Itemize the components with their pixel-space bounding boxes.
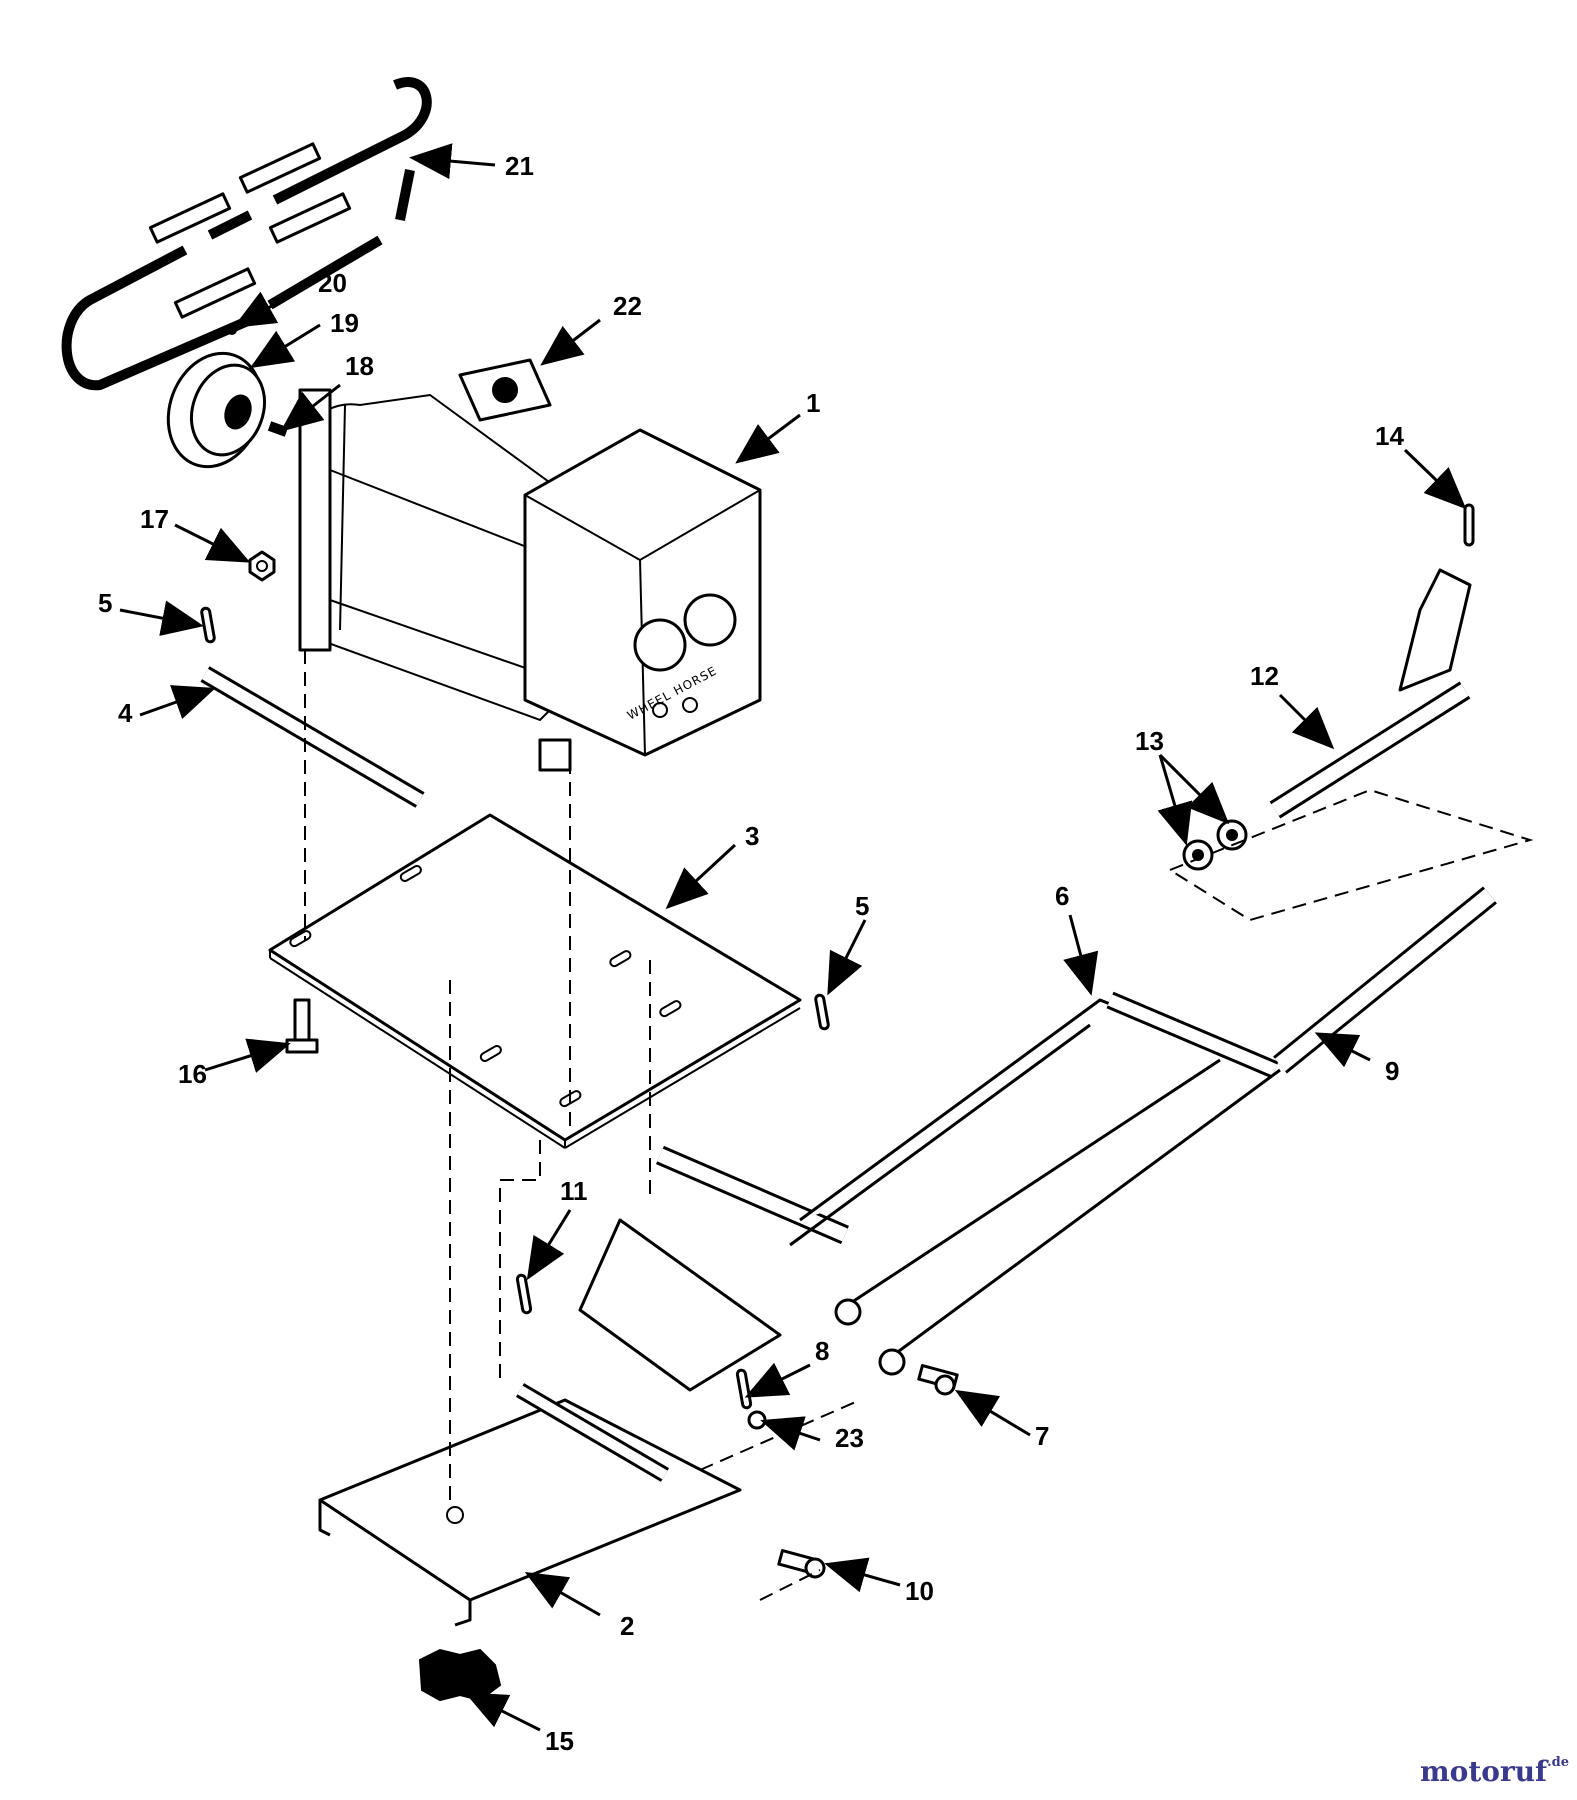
decal — [458, 358, 552, 422]
long-bar — [1273, 886, 1497, 1074]
callout-6: 6 — [1055, 881, 1069, 911]
callout-4: 4 — [118, 698, 133, 728]
knob — [418, 1648, 502, 1702]
shaft — [1269, 568, 1472, 819]
callout-19: 19 — [330, 308, 359, 338]
callout-5: 5 — [98, 588, 112, 618]
cotter-pin — [200, 606, 216, 644]
hairpin — [1463, 503, 1475, 547]
callout-5-second: 5 — [855, 891, 869, 921]
clevis-pin-lower — [777, 1549, 826, 1579]
callout-14: 14 — [1375, 421, 1404, 451]
callout-13: 13 — [1135, 726, 1164, 756]
callout-11: 11 — [560, 1176, 588, 1206]
watermark-suffix: .de — [1547, 1755, 1569, 1770]
mounting-plate — [268, 813, 802, 1149]
lever-frame — [515, 991, 1281, 1482]
callout-1: 1 — [806, 388, 820, 418]
cotter-pin — [814, 993, 830, 1031]
callout-20: 20 — [318, 268, 347, 298]
drive-belt — [61, 77, 432, 391]
bolt — [285, 998, 319, 1054]
assembly-lines — [304, 650, 1534, 1601]
callout-2: 2 — [620, 1611, 634, 1641]
base-bracket — [318, 1398, 742, 1627]
washer-23 — [747, 1410, 767, 1430]
callout-12: 12 — [1250, 661, 1279, 691]
callout-labels: 1 2 3 4 5 5 6 7 8 9 10 11 12 13 14 15 16… — [98, 151, 1404, 1756]
set-screw — [227, 325, 237, 335]
hair-pin-clip — [515, 1273, 533, 1315]
watermark-text: motoruf — [1420, 1755, 1548, 1788]
watermark-logo: motoruf.de — [1420, 1755, 1569, 1788]
clevis-pin — [917, 1364, 959, 1396]
electric-motor: WHEEL HORSE — [298, 388, 762, 772]
callout-9: 9 — [1385, 1056, 1399, 1086]
callout-23: 23 — [835, 1423, 864, 1453]
nut — [248, 550, 276, 582]
callout-10: 10 — [905, 1576, 934, 1606]
pulley-key — [267, 421, 289, 437]
rod — [200, 666, 425, 808]
washers — [1182, 819, 1248, 871]
callout-8: 8 — [815, 1336, 829, 1366]
callout-22: 22 — [613, 291, 642, 321]
leaders — [119, 143, 1467, 1732]
callout-16: 16 — [178, 1059, 207, 1089]
callout-15: 15 — [545, 1726, 574, 1756]
callout-18: 18 — [345, 351, 374, 381]
callout-21: 21 — [505, 151, 534, 181]
callout-7: 7 — [1035, 1421, 1049, 1451]
pulley — [166, 351, 266, 469]
callout-17: 17 — [140, 504, 169, 534]
callout-3: 3 — [745, 821, 759, 851]
hitch-pin — [735, 1368, 753, 1410]
